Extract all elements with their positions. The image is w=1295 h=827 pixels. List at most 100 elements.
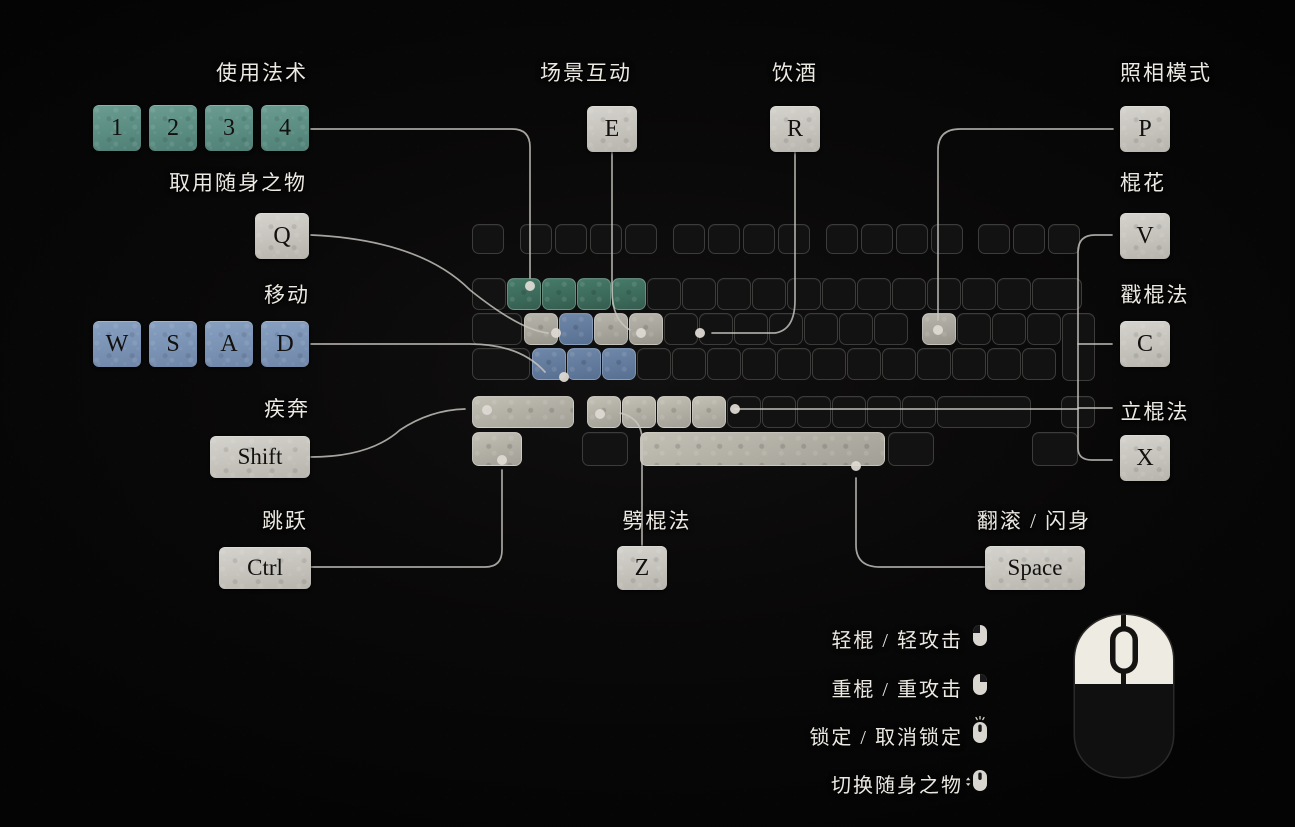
kb-key xyxy=(826,224,858,254)
kb-key xyxy=(647,278,681,310)
kb-key xyxy=(778,224,810,254)
kb-key xyxy=(555,224,587,254)
kb-key xyxy=(717,278,751,310)
kb-key xyxy=(1027,313,1061,345)
kb-key xyxy=(787,278,821,310)
kb-key-x xyxy=(622,396,656,428)
keycap-a[interactable]: A xyxy=(205,321,253,367)
kb-key xyxy=(927,278,961,310)
kb-key-space xyxy=(640,432,885,466)
kb-key xyxy=(1013,224,1045,254)
kb-key xyxy=(882,348,916,380)
kb-key xyxy=(917,348,951,380)
kb-key-k xyxy=(777,348,811,380)
kb-key-a xyxy=(532,348,566,380)
kb-key-win xyxy=(582,432,628,466)
kb-key xyxy=(752,278,786,310)
kb-key-e xyxy=(594,313,628,345)
keycap-v-label: V xyxy=(1136,222,1154,249)
kb-key xyxy=(847,348,881,380)
kb-key-caps xyxy=(472,348,530,380)
mouse-row-label-lock-on: 锁定 / 取消锁定 xyxy=(809,727,963,749)
mouse-right-click-icon xyxy=(973,674,987,695)
kb-key xyxy=(1022,348,1056,380)
keycap-q[interactable]: Q xyxy=(255,213,309,259)
kb-key-c xyxy=(657,396,691,428)
keycap-2[interactable]: 2 xyxy=(149,105,197,151)
kb-key-t xyxy=(664,313,698,345)
kb-key xyxy=(472,278,506,310)
keycap-x-label: X xyxy=(1136,444,1154,471)
kb-key-l xyxy=(812,348,846,380)
keycap-r[interactable]: R xyxy=(770,106,820,152)
kb-key xyxy=(978,224,1010,254)
kb-key xyxy=(822,278,856,310)
kb-key-1 xyxy=(507,278,541,310)
keycap-ctrl-label: Ctrl xyxy=(247,555,283,580)
kb-key-4 xyxy=(612,278,646,310)
kb-key-z xyxy=(587,396,621,428)
keycap-w[interactable]: W xyxy=(93,321,141,367)
label-dodge: 翻滚 / 闪身 xyxy=(976,509,1092,533)
kb-key xyxy=(839,313,873,345)
keycap-v[interactable]: V xyxy=(1120,213,1170,259)
kb-key xyxy=(892,278,926,310)
kb-key xyxy=(708,224,740,254)
keycap-s[interactable]: S xyxy=(149,321,197,367)
mouse-row-label-heavy-attack: 重棍 / 重攻击 xyxy=(831,679,963,701)
keycap-d-label: D xyxy=(276,330,294,357)
kb-key-ctrl-left xyxy=(472,432,522,466)
label-photo-mode: 照相模式 xyxy=(1120,61,1212,85)
kb-key xyxy=(874,313,908,345)
keycap-shift[interactable]: Shift xyxy=(210,436,310,478)
kb-key-m xyxy=(797,396,831,428)
kb-key-d xyxy=(602,348,636,380)
keycap-2-label: 2 xyxy=(167,114,179,141)
mouse-row-label-switch-item: 切换随身之物 xyxy=(831,775,963,797)
label-pillar-stance: 立棍法 xyxy=(1120,400,1190,424)
keycap-e-label: E xyxy=(604,115,620,142)
kb-key xyxy=(1048,224,1080,254)
kb-key-2 xyxy=(542,278,576,310)
mouse-scroll-icon xyxy=(966,770,987,791)
kb-key-g xyxy=(672,348,706,380)
kb-key-tab xyxy=(472,313,522,345)
keycap-p[interactable]: P xyxy=(1120,106,1170,152)
kb-key xyxy=(673,224,705,254)
kb-key-b xyxy=(727,396,761,428)
keycap-1[interactable]: 1 xyxy=(93,105,141,151)
kb-key xyxy=(952,348,986,380)
keycap-space-label: Space xyxy=(1007,555,1063,580)
kb-key xyxy=(520,224,552,254)
kb-key xyxy=(590,224,622,254)
kb-key xyxy=(1061,396,1095,428)
label-staff-spin: 棍花 xyxy=(1120,171,1166,195)
keycap-e[interactable]: E xyxy=(587,106,637,152)
kb-key-w xyxy=(559,313,593,345)
kb-key-h xyxy=(707,348,741,380)
kb-key xyxy=(832,396,866,428)
kb-key xyxy=(472,224,504,254)
keycap-ctrl[interactable]: Ctrl xyxy=(219,547,311,589)
keycap-3[interactable]: 3 xyxy=(205,105,253,151)
keycap-x[interactable]: X xyxy=(1120,435,1170,481)
kb-key-3 xyxy=(577,278,611,310)
keycap-1-label: 1 xyxy=(111,114,123,141)
keycap-s-label: S xyxy=(166,330,180,357)
kb-key xyxy=(743,224,775,254)
label-drink: 饮酒 xyxy=(772,61,818,85)
keycap-z[interactable]: Z xyxy=(617,546,667,590)
keycap-d[interactable]: D xyxy=(261,321,309,367)
kb-key-r xyxy=(629,313,663,345)
kb-key xyxy=(625,224,657,254)
kb-key xyxy=(682,278,716,310)
keycap-4[interactable]: 4 xyxy=(261,105,309,151)
kb-key-i xyxy=(769,313,803,345)
label-jump: 跳跃 xyxy=(262,509,308,533)
keycap-c-label: C xyxy=(1136,330,1153,357)
kb-key xyxy=(997,278,1031,310)
keycap-r-label: R xyxy=(786,115,803,142)
keycap-space[interactable]: Space xyxy=(985,546,1085,590)
keycap-c[interactable]: C xyxy=(1120,321,1170,367)
kb-key xyxy=(861,224,893,254)
